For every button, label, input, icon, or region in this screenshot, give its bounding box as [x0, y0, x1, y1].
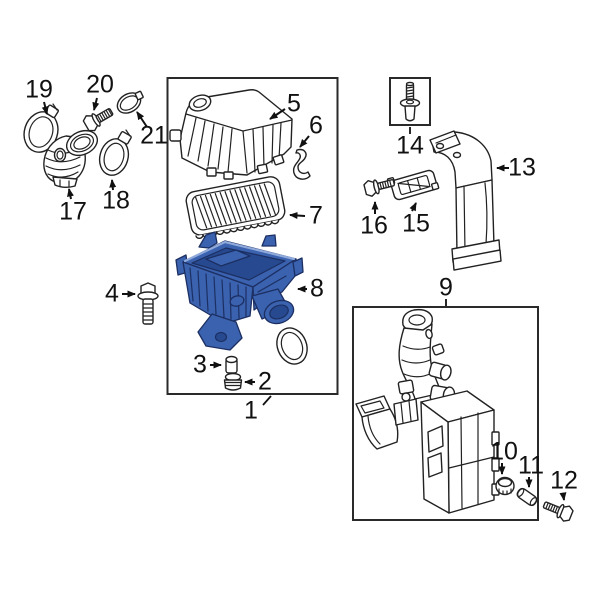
- screw-14: [399, 81, 421, 122]
- air-intake-hose-17: [43, 129, 99, 188]
- callout-label-19[interactable]: 19: [25, 75, 53, 104]
- callout-label-12[interactable]: 12: [550, 466, 578, 495]
- callout-label-4[interactable]: 4: [105, 279, 119, 308]
- hose-clamp-19: [23, 103, 60, 153]
- callout-label-11[interactable]: 11: [518, 451, 544, 480]
- hose-clamp-18: [98, 129, 132, 176]
- callout-label-7[interactable]: 7: [309, 201, 323, 230]
- resonator-9: [355, 308, 500, 514]
- callout-label-18[interactable]: 18: [102, 186, 130, 215]
- bolt-12: [542, 501, 574, 522]
- air-duct-13: [429, 130, 502, 271]
- callout-label-16[interactable]: 16: [360, 211, 388, 240]
- callout-label-3[interactable]: 3: [193, 350, 207, 379]
- callout-label-6[interactable]: 6: [309, 111, 323, 140]
- air-filter-element-7: [185, 176, 286, 239]
- assembly-box-1: [166, 77, 339, 395]
- callout-label-17[interactable]: 17: [59, 197, 87, 226]
- bracket-15: [386, 169, 440, 201]
- seal-ring: [276, 327, 308, 365]
- hose-clamp-21: [116, 90, 144, 114]
- air-cleaner-housing-8[interactable]: [175, 231, 304, 351]
- cover-clip-6: [292, 148, 311, 180]
- callout-label-10[interactable]: 10: [490, 437, 518, 466]
- callout-label-21[interactable]: 21: [140, 121, 168, 150]
- spacer-11: [516, 487, 538, 507]
- assembly-box-9: [352, 306, 539, 521]
- hardware-box-14: [389, 77, 431, 126]
- air-cleaner-cover-5: [169, 89, 293, 180]
- callout-label-15[interactable]: 15: [402, 209, 430, 238]
- bolt-4: [137, 282, 159, 325]
- callout-label-9[interactable]: 9: [439, 273, 453, 302]
- pin-3: [225, 355, 238, 374]
- callout-label-5[interactable]: 5: [287, 89, 301, 118]
- callout-label-8[interactable]: 8: [310, 274, 324, 303]
- callout-arrows: [41, 97, 567, 501]
- grommet-10: [495, 476, 515, 496]
- bolt-16: [363, 179, 395, 197]
- bolt-20: [82, 108, 114, 132]
- grommet-2: [223, 372, 243, 391]
- callout-label-2[interactable]: 2: [258, 367, 272, 396]
- callout-label-20[interactable]: 20: [86, 70, 114, 99]
- callout-label-13[interactable]: 13: [508, 153, 536, 182]
- callout-label-1[interactable]: 1: [244, 396, 258, 425]
- callout-label-14[interactable]: 14: [396, 131, 424, 160]
